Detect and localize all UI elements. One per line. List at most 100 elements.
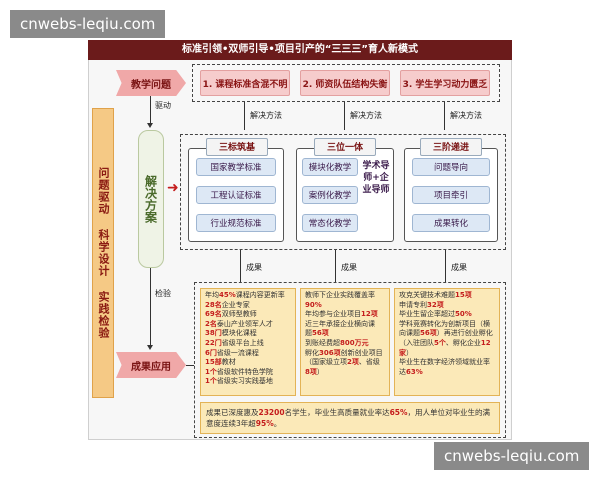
result-highlight: 2项 — [347, 358, 359, 367]
result-text: 教材 — [221, 358, 236, 367]
result-line: 达63% — [399, 368, 495, 378]
outcome-connector — [186, 365, 194, 366]
watermark-top: cnwebs-leqiu.com — [10, 10, 166, 38]
result-highlight: 22门 — [205, 338, 222, 347]
result-highlight: 1个 — [205, 367, 217, 376]
column-1-item-1: 国家教学标准 — [196, 158, 276, 176]
result-line: 69名双师型教师 — [205, 310, 291, 320]
result-line: 年均参与企业项目12项 — [305, 310, 385, 320]
check-arrowhead — [147, 345, 153, 350]
result-text: 意度连续3年超 — [206, 419, 256, 428]
column-1-item-3: 行业规范标准 — [196, 214, 276, 232]
result-line: 年均45%课程内容更新率 — [205, 291, 291, 301]
result-text: 到账经费超 — [305, 338, 340, 347]
result-label-1: 成果 — [246, 263, 262, 272]
result-line: （入驻团队5个、孵化企业12 — [399, 339, 495, 349]
column-3-item-2: 项目牵引 — [412, 186, 490, 204]
result-line: 题56项 — [305, 329, 385, 339]
result-line: 毕业生留企率超过50% — [399, 310, 495, 320]
result-line: 8项） — [305, 368, 385, 378]
result-text: （国家级立项 — [305, 358, 347, 367]
result-text: 省级软件特色学院 — [216, 367, 273, 376]
solution-column-3-title: 三阶递进 — [420, 138, 482, 156]
problem-card-2: 2. 师资队伍结构失衡 — [300, 70, 390, 96]
result-connector-1 — [240, 250, 241, 282]
result-highlight: 800万元 — [340, 338, 369, 347]
solution-column-2-title: 三位一体 — [314, 138, 376, 156]
result-text: 毕业生在数字经济领域就业率 — [399, 358, 490, 367]
result-highlight: 56项 — [312, 329, 329, 338]
solve-connector-1 — [244, 102, 245, 130]
problems-group — [192, 64, 500, 102]
result-highlight: 69名 — [205, 310, 222, 319]
result-text: 年均 — [205, 291, 219, 299]
result-text: 申请专利 — [399, 300, 427, 309]
column-3-item-1: 问题导向 — [412, 158, 490, 176]
result-highlight: 90% — [305, 300, 322, 309]
result-text: 模块化课程 — [221, 329, 257, 338]
result-text: 、孵化企业 — [445, 338, 481, 347]
result-label-2: 成果 — [341, 263, 357, 272]
result-text: 向课题 — [399, 329, 420, 338]
result-line: 成果已深度惠及23200名学生，毕业生高质量就业率达65%，用人单位对毕业生的满 — [206, 407, 494, 418]
result-line: 教师下企业实践覆盖率 — [305, 291, 385, 301]
result-text: 创新创业项目 — [340, 348, 383, 357]
driver-line — [150, 96, 151, 124]
result-text: 教师下企业实践覆盖率 — [305, 291, 375, 299]
result-highlight: 65% — [389, 408, 408, 417]
check-label: 检验 — [155, 289, 171, 298]
column-3-item-3: 成果转化 — [412, 214, 490, 232]
result-line: 6门省级一流课程 — [205, 349, 291, 359]
problem-card-3: 3. 学生学习动力匮乏 — [400, 70, 490, 96]
result-line: 孵化306项创新创业项目 — [305, 349, 385, 359]
result-text: 学科竞赛转化为创新项目（横 — [399, 319, 490, 328]
column-1-item-2: 工程认证标准 — [196, 186, 276, 204]
result-text: ） — [406, 348, 413, 357]
result-highlight: 95% — [255, 419, 274, 428]
result-line: 90% — [305, 301, 385, 311]
result-text: 攻克关键技术难题 — [399, 291, 455, 299]
result-text: 达 — [399, 367, 406, 376]
dual-mentor-label: 学术导师+企业导师 — [362, 161, 390, 195]
results-group — [194, 282, 506, 438]
result-highlight: 45% — [219, 291, 236, 299]
result-line: 学科竞赛转化为创新项目（横 — [399, 320, 495, 330]
result-highlight: 5个 — [434, 338, 446, 347]
result-text: 成果已深度惠及 — [206, 408, 259, 417]
result-text: 毕业生留企率超过 — [399, 310, 455, 319]
result-line: 28名企业专家 — [205, 301, 291, 311]
solution-pill: 解决方案 — [138, 130, 164, 268]
result-highlight: 50% — [455, 310, 472, 319]
driver-arrowhead — [147, 123, 153, 128]
result-text: 孵化 — [305, 348, 319, 357]
solve-method-label-1: 解决方法 — [250, 111, 282, 120]
result-line: 向课题56项）再进行创业孵化 — [399, 329, 495, 339]
solve-connector-2 — [344, 102, 345, 130]
result-text: 省级实习实践基地 — [216, 377, 273, 386]
result-highlight: 2名 — [205, 319, 217, 328]
result-highlight: 12项 — [361, 310, 378, 319]
diagram-title: 标准引领•双师引导•项目引产的“三三三”育人新模式 — [88, 40, 512, 60]
solution-arrow-icon: ➜ — [167, 180, 179, 196]
watermark-bottom: cnwebs-leqiu.com — [434, 442, 590, 470]
result-highlight: 12 — [480, 338, 491, 347]
result-highlight: 306项 — [319, 348, 341, 357]
result-line: 2名泰山产业领军人才 — [205, 320, 291, 330]
result-text: 省级平台上线 — [221, 338, 264, 347]
result-line: 22门省级平台上线 — [205, 339, 291, 349]
result-text: 。 — [273, 419, 282, 428]
result-line: 家） — [399, 349, 495, 359]
result-highlight: 28名 — [205, 300, 222, 309]
result-highlight: 32项 — [427, 300, 444, 309]
column-2-item-2: 案例化教学 — [302, 186, 358, 204]
result-highlight: 8项 — [305, 367, 317, 376]
result-text: （入驻团队 — [399, 338, 434, 347]
result-line: 到账经费超800万元 — [305, 339, 385, 349]
check-line — [150, 268, 151, 346]
result-text: ）再进行创业孵化 — [436, 329, 493, 338]
result-line: 攻克关键技术难题15项 — [399, 291, 495, 301]
column-2-item-3: 常态化教学 — [302, 214, 358, 232]
result-line: 申请专利32项 — [399, 301, 495, 311]
result-box-3: 攻克关键技术难题15项申请专利32项毕业生留企率超过50%学科竞赛转化为创新项目… — [394, 288, 500, 396]
solve-method-label-2: 解决方法 — [350, 111, 382, 120]
